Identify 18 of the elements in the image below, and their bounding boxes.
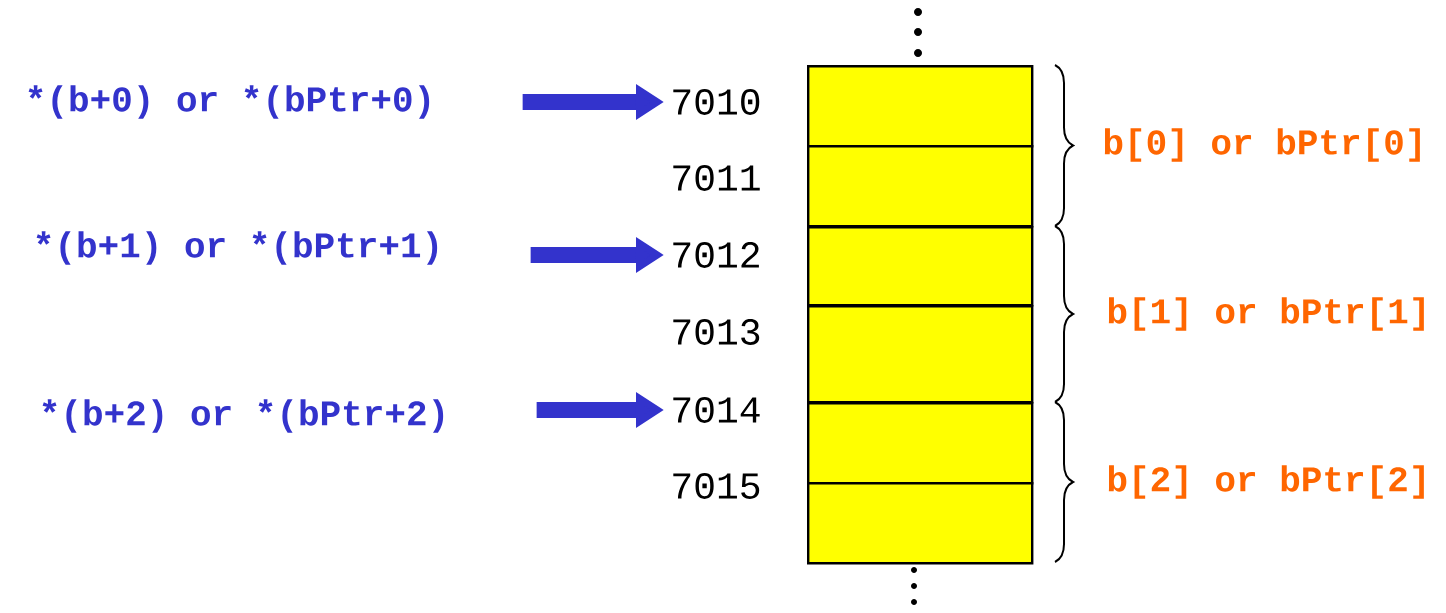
pointer-expression: *(b+0) or *(bPtr+0) — [28, 85, 430, 119]
array-element-label: b[1] or bPtr[1] — [1108, 297, 1424, 331]
pointer-expression: *(b+1) or *(bPtr+1) — [36, 231, 438, 265]
memory-cell — [807, 305, 1034, 404]
pointer-expression: *(b+2) or *(bPtr+2) — [42, 399, 444, 433]
memory-cell — [807, 145, 1034, 228]
memory-cell — [807, 226, 1034, 307]
memory-address: 7011 — [673, 165, 760, 191]
memory-cell — [807, 482, 1034, 565]
memory-address: 7010 — [673, 89, 760, 115]
memory-address: 7014 — [673, 397, 760, 423]
memory-address: 7012 — [673, 242, 759, 268]
memory-cell — [807, 65, 1034, 148]
memory-cell — [807, 402, 1034, 485]
array-element-label: b[2] or bPtr[2] — [1108, 465, 1424, 499]
array-element-label: b[0] or bPtr[0] — [1104, 128, 1420, 162]
memory-address: 7013 — [673, 319, 760, 345]
memory-address: 7015 — [673, 473, 760, 499]
